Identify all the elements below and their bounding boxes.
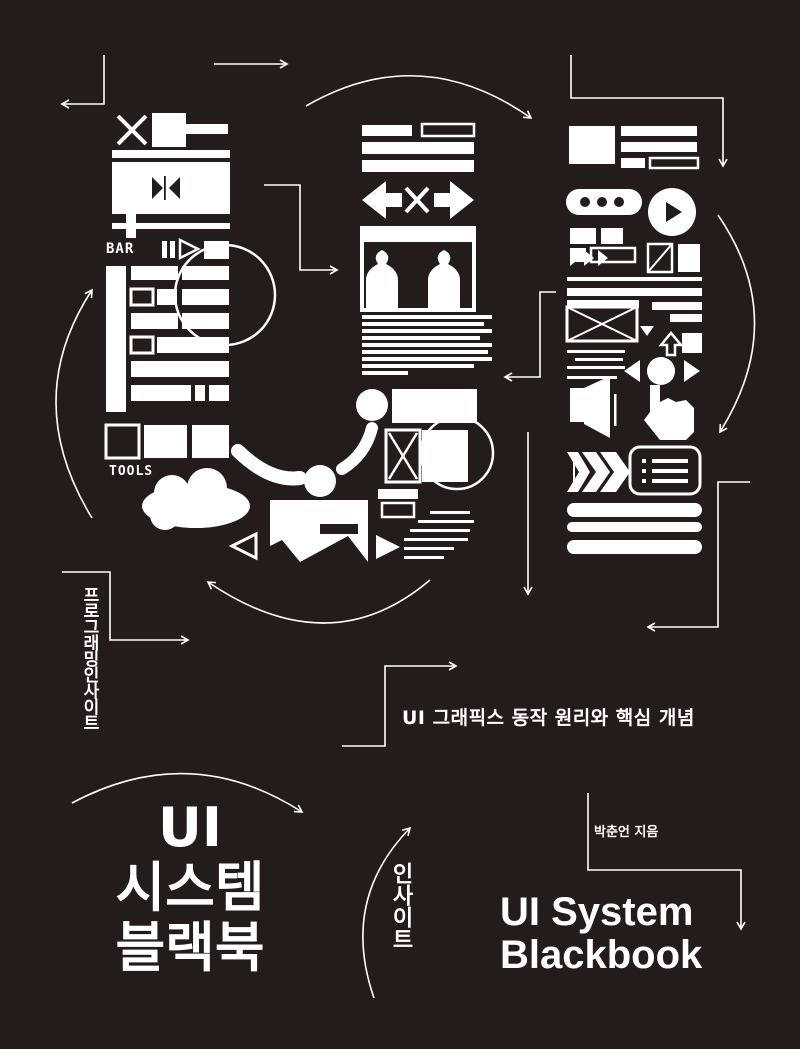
arrow-lines: [55, 55, 756, 999]
english-title: UI System Blackbook: [500, 891, 702, 977]
author-credit: 박춘언 지음: [594, 825, 659, 840]
center-widget-column: [360, 122, 495, 559]
english-title-line: UI System: [500, 890, 694, 934]
left-widget-column: [104, 113, 400, 562]
dash-lines: [404, 511, 474, 559]
right-widget-column: [565, 126, 702, 554]
korean-title-line: 블랙북: [115, 916, 265, 979]
bar-label: BAR: [106, 241, 135, 257]
korean-title-line: UI: [158, 796, 222, 859]
text-block: [362, 315, 492, 375]
publisher-logo: 인사이트: [388, 862, 413, 950]
subtitle: UI 그래픽스 동작 원리와 핵심 개념: [402, 707, 695, 729]
series-name: 프로그래밍인사이트: [79, 586, 99, 730]
korean-title-line: 시스템: [115, 856, 265, 919]
english-title-line: Blackbook: [500, 933, 703, 977]
korean-title: UI 시스템 블랙북: [90, 798, 290, 978]
tools-label: TOOLS: [109, 464, 154, 479]
